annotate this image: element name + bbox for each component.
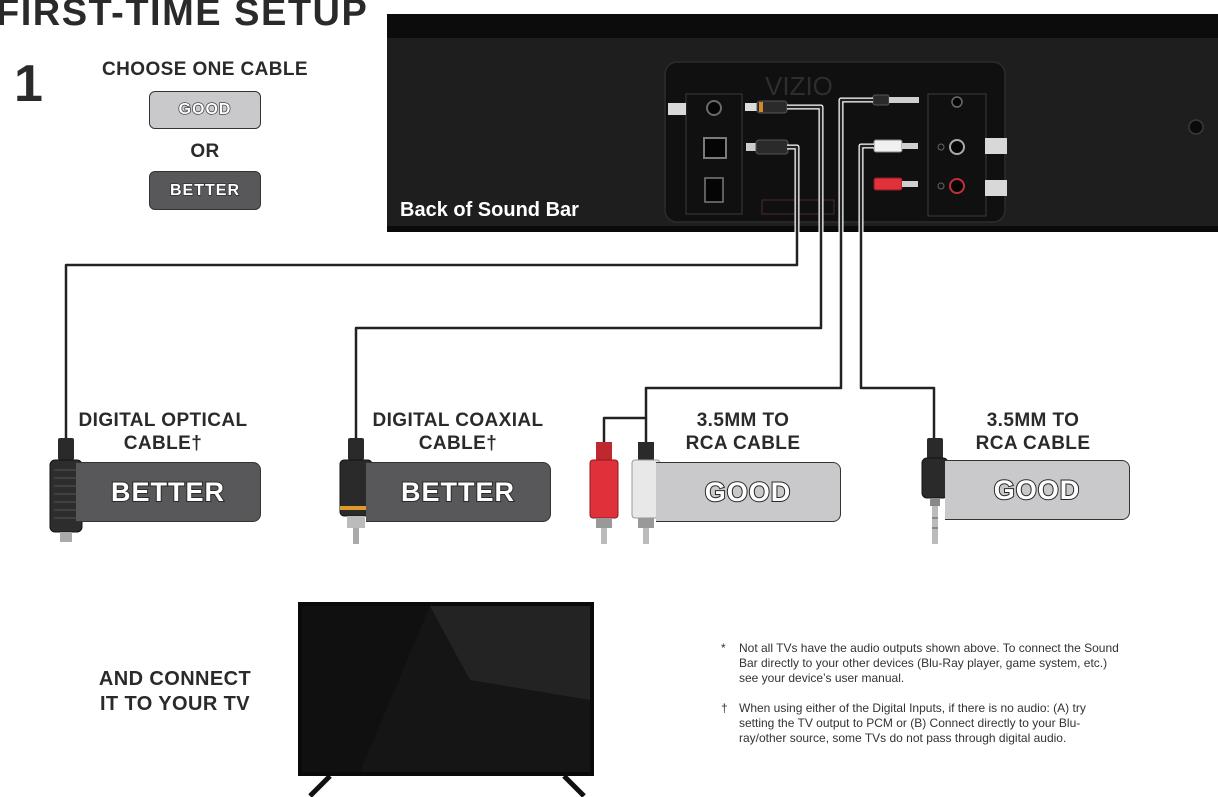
optical-plug bbox=[49, 438, 83, 542]
tv-image bbox=[298, 602, 594, 797]
footnote-dagger: † When using either of the Digital Input… bbox=[721, 701, 1086, 745]
coaxial-plug-top bbox=[745, 100, 788, 114]
rca-white-plug-top bbox=[873, 139, 918, 153]
step-number: 1 bbox=[14, 55, 43, 113]
rca-rating-badge-2: GOOD bbox=[945, 460, 1130, 520]
coaxial-wire bbox=[354, 105, 823, 440]
footnote-asterisk: * Not all TVs have the audio outputs sho… bbox=[721, 641, 1119, 685]
rca-to-aux-wire bbox=[859, 144, 936, 440]
legend-better-badge: BETTER bbox=[149, 171, 261, 210]
footnotes: * Not all TVs have the audio outputs sho… bbox=[721, 641, 1141, 761]
rca-rating-badge-1: GOOD bbox=[656, 462, 841, 522]
aux-plug bbox=[921, 438, 949, 544]
coaxial-rating-badge: BETTER bbox=[366, 462, 551, 522]
rca-red-plug-top bbox=[873, 177, 918, 191]
legend-good-badge: GOOD bbox=[149, 91, 261, 129]
optical-wire bbox=[64, 145, 799, 440]
choose-heading: CHOOSE ONE CABLE bbox=[102, 59, 308, 80]
coaxial-plug bbox=[339, 438, 373, 544]
soundbar-label: Back of Sound Bar bbox=[400, 199, 579, 221]
aux-to-rca-wire bbox=[602, 98, 873, 444]
page-title: FIRST-TIME SETUP bbox=[0, 0, 369, 34]
soundbar-brand-logo: VIZIO bbox=[765, 71, 833, 101]
rca-red-plug bbox=[589, 442, 619, 544]
optical-rating-badge: BETTER bbox=[76, 462, 261, 522]
or-label: OR bbox=[190, 141, 220, 162]
soundbar-image: VIZIO bbox=[387, 14, 1218, 232]
